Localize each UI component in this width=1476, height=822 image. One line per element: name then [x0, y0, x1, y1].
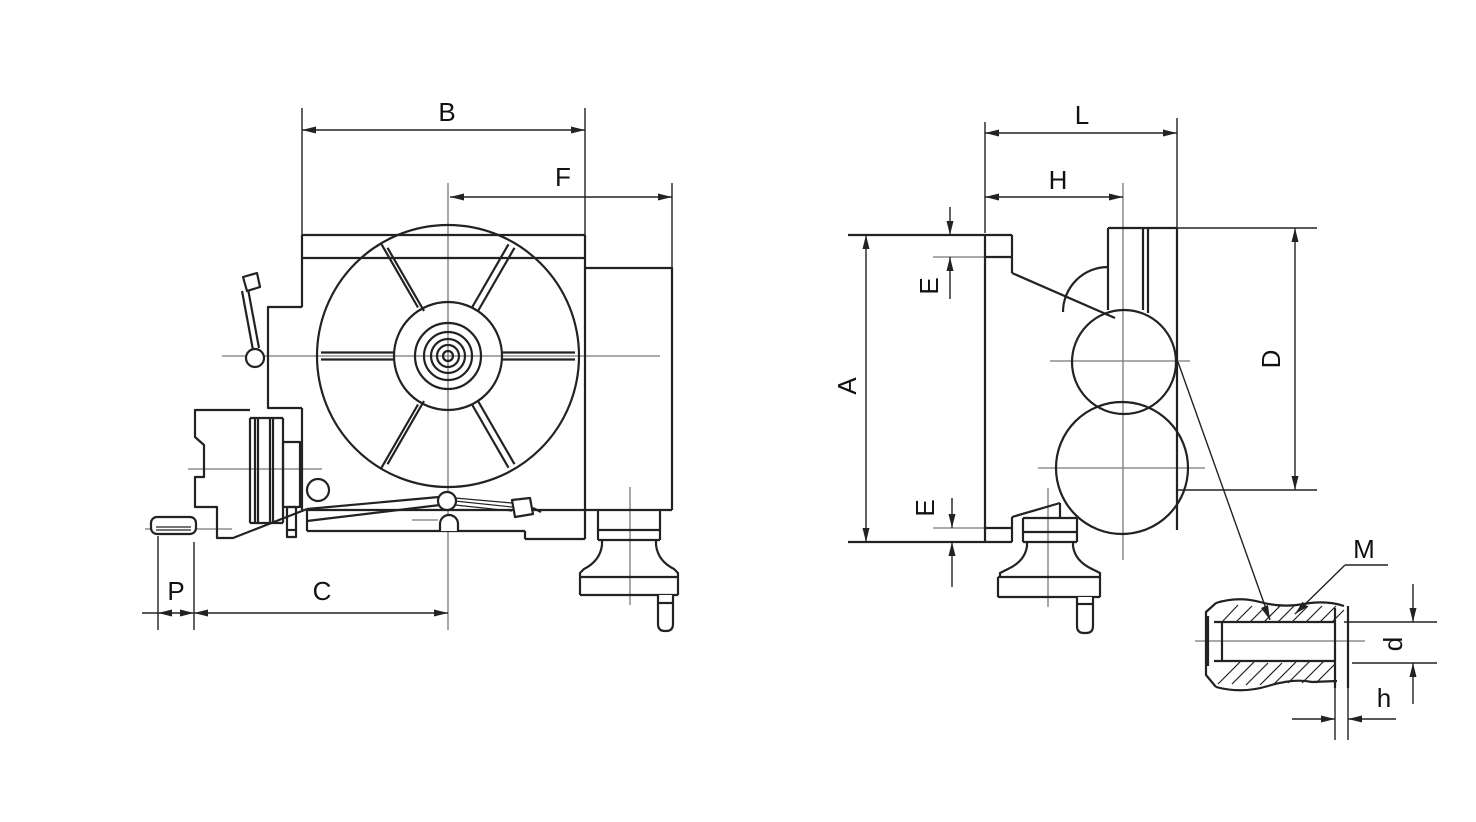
dim-label-p: P	[167, 576, 184, 606]
dim-label-c: C	[313, 576, 332, 606]
bore-outline	[1204, 598, 1350, 692]
dim-label-d-bore: d	[1378, 637, 1408, 651]
bore-leader-line	[1177, 361, 1271, 621]
side-dimensions: L H A E E D	[832, 100, 1317, 587]
dim-label-m: M	[1353, 534, 1375, 564]
crank-grip	[149, 515, 198, 536]
clamp-lever-top	[240, 271, 266, 369]
dim-label-l: L	[1075, 100, 1089, 130]
clamp-lever-bottom	[305, 477, 542, 531]
dim-label-h-depth: h	[1377, 683, 1391, 713]
bore-detail-view: M d h	[1195, 534, 1437, 740]
dim-label-e-bottom: E	[910, 499, 940, 516]
side-view	[848, 183, 1271, 635]
front-body	[193, 233, 674, 541]
dim-label-b: B	[438, 97, 455, 127]
table-face	[315, 223, 581, 489]
bore-hatching	[1217, 604, 1345, 686]
detail-extension-lines	[1292, 564, 1437, 740]
side-arrowheads	[862, 129, 1299, 556]
side-handwheel-circles	[1054, 308, 1190, 536]
front-base-foot	[578, 510, 680, 633]
front-dimensions: B F P C	[142, 97, 673, 630]
side-base-foot	[996, 516, 1102, 635]
worm-boss-circle	[1070, 308, 1178, 416]
front-view	[145, 183, 680, 633]
side-body	[848, 226, 1179, 544]
dim-label-f: F	[555, 162, 571, 192]
handwheel-side	[248, 416, 302, 539]
dim-label-h-upper: H	[1049, 165, 1068, 195]
front-arrowheads	[158, 126, 672, 617]
handwheel-circle	[1054, 400, 1190, 536]
front-extension-lines	[142, 108, 673, 630]
detail-arrowheads	[1295, 601, 1417, 723]
dim-label-d-upper: D	[1256, 350, 1286, 369]
dim-label-e-top: E	[914, 277, 944, 294]
table-slots	[321, 243, 575, 469]
front-centerlines	[145, 183, 660, 630]
dim-label-a: A	[832, 377, 862, 395]
